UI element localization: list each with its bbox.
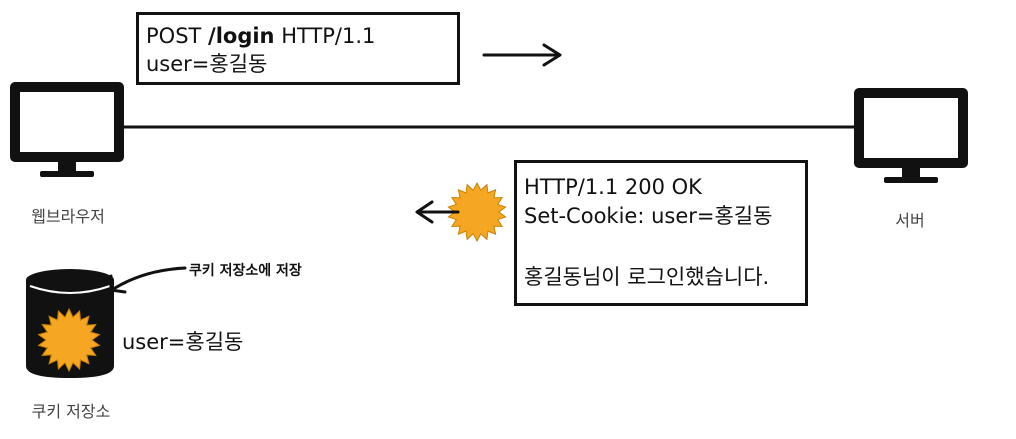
response-line-1: HTTP/1.1 200 OK bbox=[524, 175, 702, 199]
browser-label: 웹브라우저 bbox=[31, 207, 105, 226]
server-monitor-icon bbox=[854, 88, 968, 183]
response-cookie-icon bbox=[447, 181, 507, 243]
server-label: 서버 bbox=[895, 211, 925, 230]
store-annotation-text: 쿠키 저장소에 저장 bbox=[189, 263, 302, 279]
cookie-storage-label: 쿠키 저장소 bbox=[31, 402, 111, 421]
request-protocol: HTTP/1.1 bbox=[274, 24, 376, 48]
response-line-3: 홍길동님이 로그인했습니다. bbox=[524, 265, 770, 289]
response-arrow-icon bbox=[415, 200, 460, 224]
request-method: POST bbox=[146, 24, 209, 48]
store-annotation-arrow-icon bbox=[109, 266, 187, 294]
stored-cookie-icon bbox=[37, 307, 101, 373]
request-line-1: POST /login HTTP/1.1 bbox=[146, 22, 375, 50]
browser-monitor-icon bbox=[10, 82, 124, 177]
request-box: POST /login HTTP/1.1 user=홍길동 bbox=[136, 12, 460, 85]
response-box: HTTP/1.1 200 OK Set-Cookie: user=홍길동 홍길동… bbox=[514, 160, 808, 306]
response-line-2: Set-Cookie: user=홍길동 bbox=[524, 204, 773, 228]
stored-cookie-value: user=홍길동 bbox=[122, 330, 244, 354]
request-path: /login bbox=[208, 24, 275, 48]
request-arrow-icon bbox=[482, 43, 562, 67]
request-line-2: user=홍길동 bbox=[146, 52, 268, 76]
